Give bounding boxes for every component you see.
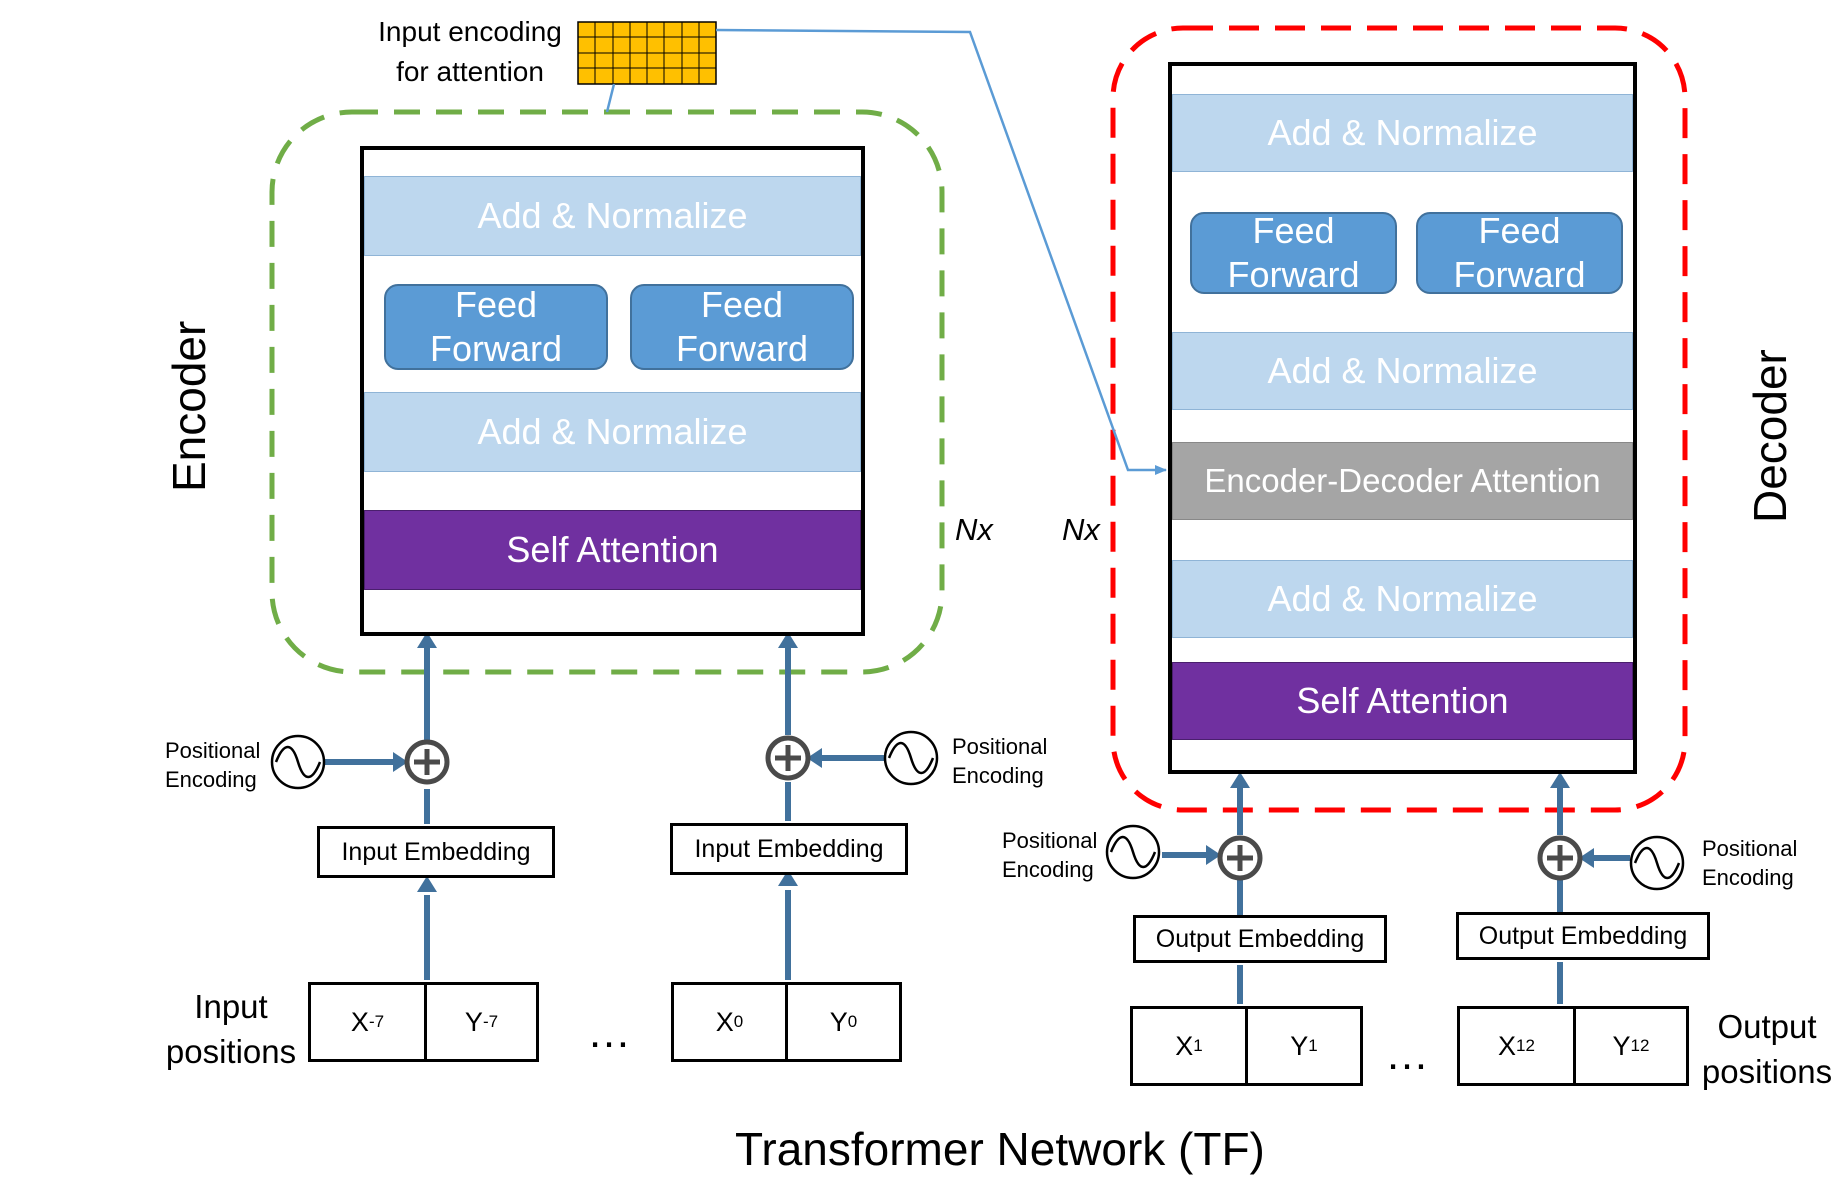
encoder-feed-forward-2: Feed Forward [630,284,854,370]
encoder-side-label: Encoder [163,320,215,492]
input-position-y-cell: Y-7 [424,982,539,1062]
encoder-self-attention: Self Attention [364,510,861,590]
decoder-self-attention: Self Attention [1172,662,1633,740]
decoder-add-normalize-top: Add & Normalize [1172,94,1633,172]
sine-icon [883,730,939,786]
output-positions-label: Output positions [1701,1008,1833,1090]
input-embedding-box: Input Embedding [317,826,555,878]
encoder-add-normalize-top: Add & Normalize [364,176,861,256]
decoder-stack [1168,62,1637,774]
output-ellipsis: … [1385,1030,1435,1079]
encoder-add-normalize-bottom: Add & Normalize [364,392,861,472]
input-embedding-box: Input Embedding [670,823,908,875]
encoder-col1-arrows [324,642,430,980]
encoding-to-encoder-link [605,83,616,113]
sine-icon [1105,824,1161,880]
encoding-to-decoder-arrow [715,28,1167,475]
encoder-positional-encoding-label: Positional Encoding [165,738,261,792]
encoder-col2-arrows [785,642,884,980]
input-position-x-cell: X-7 [308,982,427,1062]
output-embedding-box: Output Embedding [1133,915,1387,963]
decoder-positional-encoding-label: Positional Encoding [1002,828,1098,882]
decoder-col1-arrows [1162,782,1243,1004]
input-encoding-label: Input encoding for attention [378,16,562,87]
decoder-add-normalize-mid: Add & Normalize [1172,332,1633,410]
decoder-positional-encoding-label: Positional Encoding [1702,836,1798,890]
decoder-feed-forward-2: Feed Forward [1416,210,1623,295]
decoder-repeat-label: Nx [1062,512,1100,547]
input-positions-label: Input positions [165,988,297,1070]
input-encoding-grid-icon [577,21,717,85]
sine-icon [1629,835,1685,891]
sine-icon [270,734,326,790]
decoder-encoder-decoder-attention: Encoder-Decoder Attention [1172,442,1633,520]
encoder-positional-encoding-label: Positional Encoding [952,734,1048,788]
decoder-side-label: Decoder [1744,349,1796,523]
encoder-feed-forward-1: Feed Forward [384,284,608,370]
encoder-repeat-label: Nx [955,512,993,547]
input-ellipsis: … [587,1008,637,1057]
decoder-col2-arrows [1557,782,1630,1004]
decoder-feed-forward-1: Feed Forward [1190,210,1397,295]
output-embedding-box: Output Embedding [1456,912,1710,960]
decoder-add-normalize-bottom: Add & Normalize [1172,560,1633,638]
diagram-title: Transformer Network (TF) [735,1123,1265,1175]
